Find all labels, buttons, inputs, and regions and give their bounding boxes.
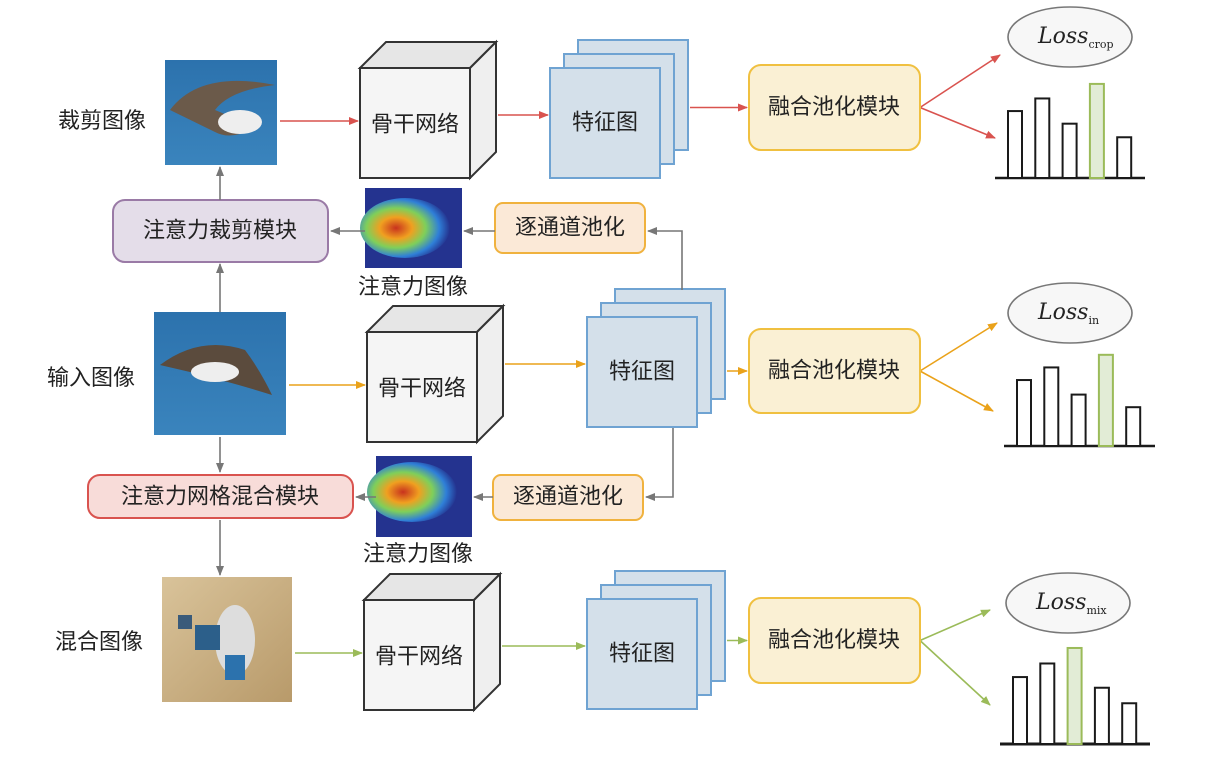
- flow-arrow: [919, 639, 991, 706]
- score-bar: [1043, 366, 1060, 447]
- attention-image-label-1: 注意力图像: [358, 275, 468, 300]
- attention-crop-module-label: 注意力裁剪模块: [143, 219, 297, 244]
- input-image-label: 输入图像: [47, 366, 135, 391]
- channel-pooling-box-1: 逐通道池化: [494, 202, 646, 254]
- score-bar: [1012, 676, 1028, 746]
- attention-heatmap-2: [367, 456, 472, 537]
- score-bar: [1039, 662, 1056, 745]
- feature-map-stack: 特征图: [549, 39, 689, 179]
- score-bar-highlight: [1097, 353, 1114, 448]
- feature-map-label: 特征图: [609, 642, 675, 667]
- score-bar-highlight: [1066, 646, 1083, 745]
- backbone-cube: 骨干网络: [357, 39, 499, 181]
- loss-label: Losscrop: [1037, 24, 1114, 51]
- backbone-cube: 骨干网络: [364, 303, 506, 445]
- crop-image: [165, 60, 277, 165]
- class-score-histogram: [1004, 353, 1155, 448]
- feature-map-stack: 特征图: [586, 288, 726, 428]
- mixed-image: [162, 577, 292, 702]
- backbone-label: 骨干网络: [378, 377, 466, 402]
- feature-map-label: 特征图: [609, 360, 675, 385]
- crop-image-label: 裁剪图像: [58, 109, 146, 134]
- fusion-pooling-label: 融合池化模块: [768, 95, 900, 120]
- attention-grid-mix-module-label: 注意力网格混合模块: [121, 485, 319, 510]
- score-bar: [1061, 122, 1078, 179]
- feature-map-label: 特征图: [572, 111, 638, 136]
- score-bar: [1070, 393, 1087, 447]
- input-image: [154, 312, 286, 435]
- backbone-label: 骨干网络: [375, 645, 463, 670]
- score-bar: [1016, 379, 1032, 448]
- fusion-pooling-module: 融合池化模块: [748, 328, 921, 414]
- attention-image-label-2: 注意力图像: [363, 542, 473, 567]
- attention-heatmap-1: [360, 188, 462, 268]
- mixed-image-label: 混合图像: [55, 630, 143, 655]
- attention-grid-mix-module: 注意力网格混合模块: [87, 474, 354, 519]
- score-bar-highlight: [1088, 82, 1105, 179]
- loss-label: Lossmix: [1035, 590, 1107, 617]
- channel-pooling-box-2: 逐通道池化: [492, 474, 644, 521]
- input-branch: 骨干网络 特征图 融合池化模块 Lossin: [289, 282, 1155, 448]
- score-bar: [1116, 136, 1133, 179]
- class-score-histogram: [995, 82, 1145, 180]
- fusion-pooling-label: 融合池化模块: [768, 359, 900, 384]
- flow-arrow: [919, 54, 1001, 109]
- score-bar: [1093, 686, 1110, 745]
- loss-mix: Lossmix: [1005, 572, 1131, 634]
- attention-crop-module: 注意力裁剪模块: [112, 199, 329, 263]
- score-bar: [1034, 97, 1051, 179]
- score-bar: [1125, 406, 1142, 448]
- mix-branch: 骨干网络 特征图 融合池化模块 Lossmix: [295, 570, 1150, 746]
- class-score-histogram: [1000, 646, 1150, 746]
- backbone-label: 骨干网络: [371, 113, 459, 138]
- channel-pooling-label-2: 逐通道池化: [513, 485, 623, 510]
- crop-branch: 骨干网络 特征图 融合池化模块 Losscrop: [280, 6, 1145, 181]
- flow-arrow: [919, 609, 991, 642]
- flow-arrow: [919, 370, 994, 412]
- channel-pooling-label-1: 逐通道池化: [515, 216, 625, 241]
- loss-input: Lossin: [1007, 282, 1133, 344]
- flow-arrow: [919, 106, 996, 139]
- score-bar: [1121, 702, 1138, 746]
- fusion-pooling-module: 融合池化模块: [748, 597, 921, 684]
- aux-connectors: [216, 166, 683, 576]
- loss-label: Lossin: [1037, 300, 1099, 327]
- fusion-pooling-label: 融合池化模块: [768, 628, 900, 653]
- backbone-cube: 骨干网络: [361, 571, 503, 713]
- loss-crop: Losscrop: [1007, 6, 1133, 68]
- feature-map-stack: 特征图: [586, 570, 726, 710]
- flow-arrow: [919, 322, 998, 372]
- fusion-pooling-module: 融合池化模块: [748, 64, 921, 151]
- score-bar: [1007, 110, 1023, 179]
